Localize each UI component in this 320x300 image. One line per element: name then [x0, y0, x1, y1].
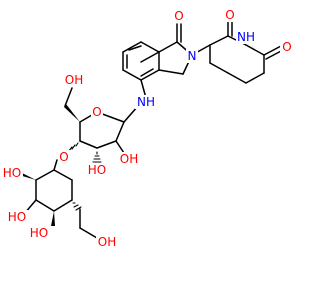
imide-nh-label: NH: [237, 30, 255, 44]
ketone-oxygen-label: O: [174, 9, 183, 23]
cyclohexane-ho-1-label: HO: [3, 166, 21, 180]
cyclohexane-ho-3-label: HO: [30, 226, 48, 240]
molecule-diagram: O O O NH N NH OH O OH HO O HO HO HO OH: [1, 8, 294, 249]
amine-nh-label: NH: [137, 95, 155, 109]
glycosidic-oxygen-label: O: [59, 150, 68, 164]
glutarimide-ring: [191, 21, 284, 84]
imide-oxygen-right-label: O: [282, 40, 291, 54]
imide-oxygen-upper-label: O: [225, 8, 234, 22]
lactam-n-label: N: [188, 49, 197, 63]
sugar-ho-mid-label: HO: [88, 163, 106, 177]
sugar-oh-right-label: OH: [120, 152, 138, 166]
atom-labels: O O O NH N NH OH O OH HO O HO HO HO OH: [1, 8, 294, 249]
ring-oxygen-label: O: [92, 105, 101, 119]
cyclohexane-ho-2-label: HO: [8, 210, 26, 224]
pyranose-ring: [64, 87, 127, 163]
hydroxymethyl-oh-top-label: OH: [65, 73, 83, 87]
structure-svg: O O O NH N NH OH O OH HO O HO HO HO OH: [1, 8, 294, 249]
hydroxymethyl-oh-bottom-label: OH: [98, 235, 116, 249]
benzene-ring: [122, 41, 160, 81]
